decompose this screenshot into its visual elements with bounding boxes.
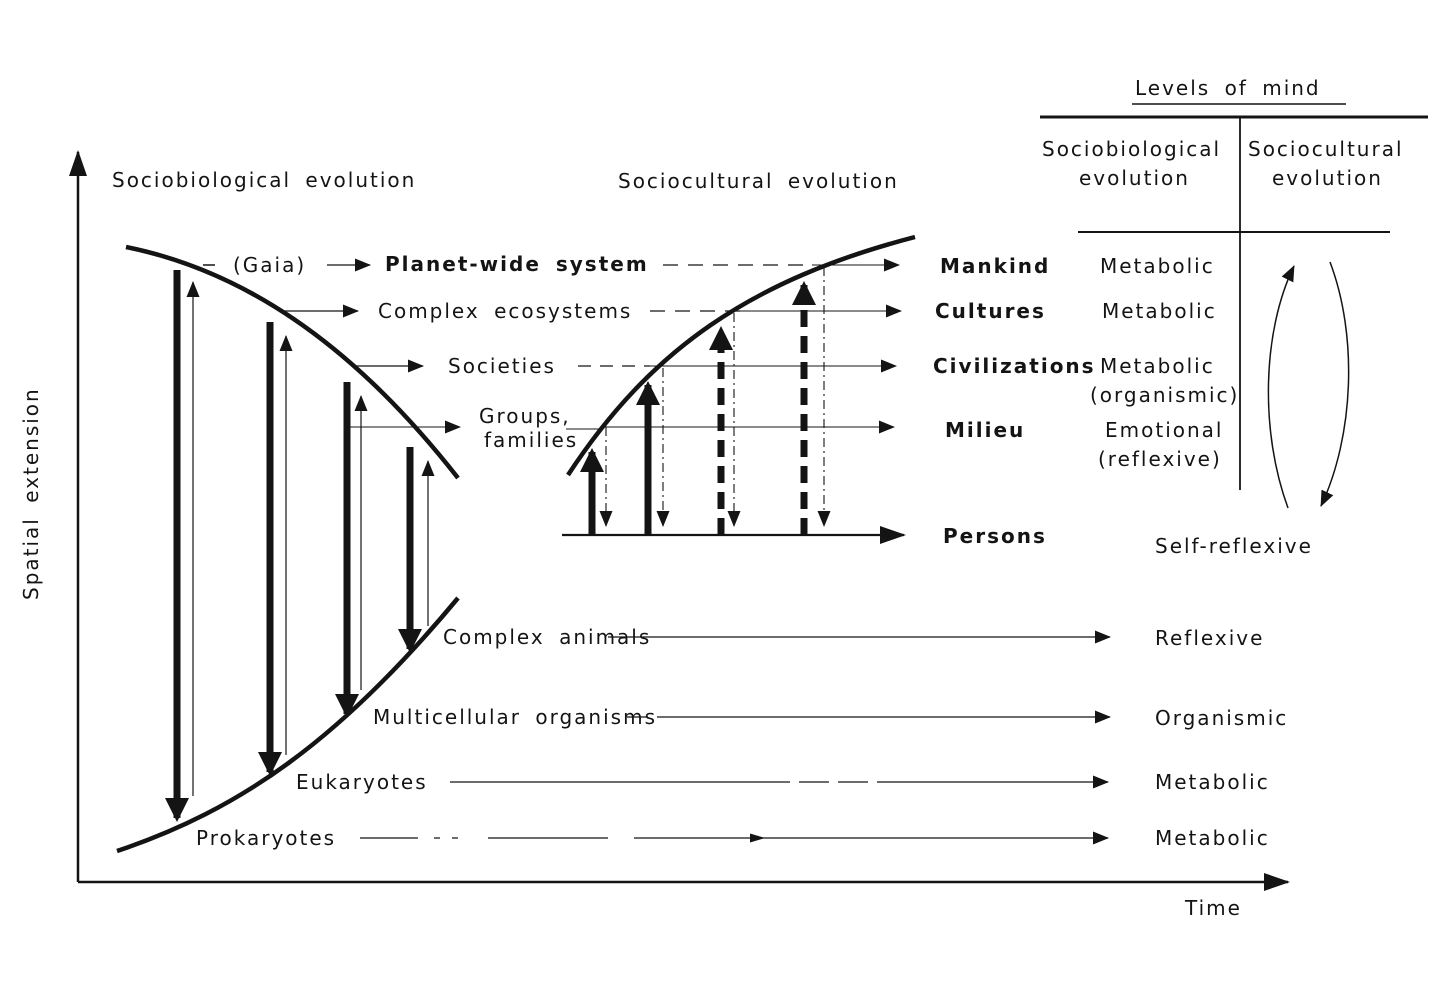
gaia-label: (Gaia) bbox=[233, 253, 307, 277]
mind-col2-header-line1: Sociocultural bbox=[1248, 137, 1404, 161]
groups-label-line1: Groups, bbox=[479, 404, 571, 428]
mind-prokaryotes-value: Metabolic bbox=[1155, 826, 1270, 850]
prokaryotes-mid-arrowhead bbox=[750, 833, 765, 843]
milieu-label: Milieu bbox=[945, 418, 1026, 442]
mind-milieu-value-line2: (reflexive) bbox=[1098, 447, 1222, 471]
mind-multicellular-value: Organismic bbox=[1155, 706, 1289, 730]
y-axis-label: Spatial extension bbox=[19, 387, 43, 600]
mind-civilizations-value-line2: (organismic) bbox=[1090, 383, 1240, 407]
levels-of-mind-title: Levels of mind bbox=[1135, 76, 1321, 100]
middle-panel-title: Sociocultural evolution bbox=[618, 169, 899, 193]
x-axis-label: Time bbox=[1185, 896, 1242, 920]
cultures-label: Cultures bbox=[935, 299, 1046, 323]
mind-col1-header-line1: Sociobiological bbox=[1042, 137, 1222, 161]
mind-cultures-value: Metabolic bbox=[1102, 299, 1217, 323]
planet-wide-system-label: Planet-wide system bbox=[385, 252, 649, 276]
prokaryotes-label: Prokaryotes bbox=[196, 826, 337, 850]
persons-label: Persons bbox=[943, 524, 1047, 548]
mind-col2-header-line2: evolution bbox=[1272, 166, 1383, 190]
groups-label-line2: families bbox=[484, 428, 579, 452]
left-panel-title: Sociobiological evolution bbox=[112, 168, 417, 192]
mind-milieu-value-line1: Emotional bbox=[1105, 418, 1224, 442]
complex-ecosystems-label: Complex ecosystems bbox=[378, 299, 633, 323]
eukaryotes-label: Eukaryotes bbox=[296, 770, 428, 794]
mind-persons-value: Self-reflexive bbox=[1155, 534, 1313, 558]
mind-mankind-value: Metabolic bbox=[1100, 254, 1215, 278]
sociobiological-upper-curve bbox=[125, 244, 460, 480]
cycle-arrow-up bbox=[1267, 265, 1295, 509]
mind-col1-header-line2: evolution bbox=[1079, 166, 1190, 190]
civilizations-label: Civilizations bbox=[933, 354, 1096, 378]
mind-eukaryotes-value: Metabolic bbox=[1155, 770, 1270, 794]
mankind-label: Mankind bbox=[940, 254, 1051, 278]
multicellular-organisms-label: Multicellular organisms bbox=[373, 705, 657, 729]
societies-label: Societies bbox=[448, 354, 556, 378]
mind-civilizations-value-line1: Metabolic bbox=[1100, 354, 1215, 378]
cycle-arrow-down bbox=[1320, 261, 1350, 507]
mind-complex-animals-value: Reflexive bbox=[1155, 626, 1265, 650]
complex-animals-label: Complex animals bbox=[443, 625, 652, 649]
